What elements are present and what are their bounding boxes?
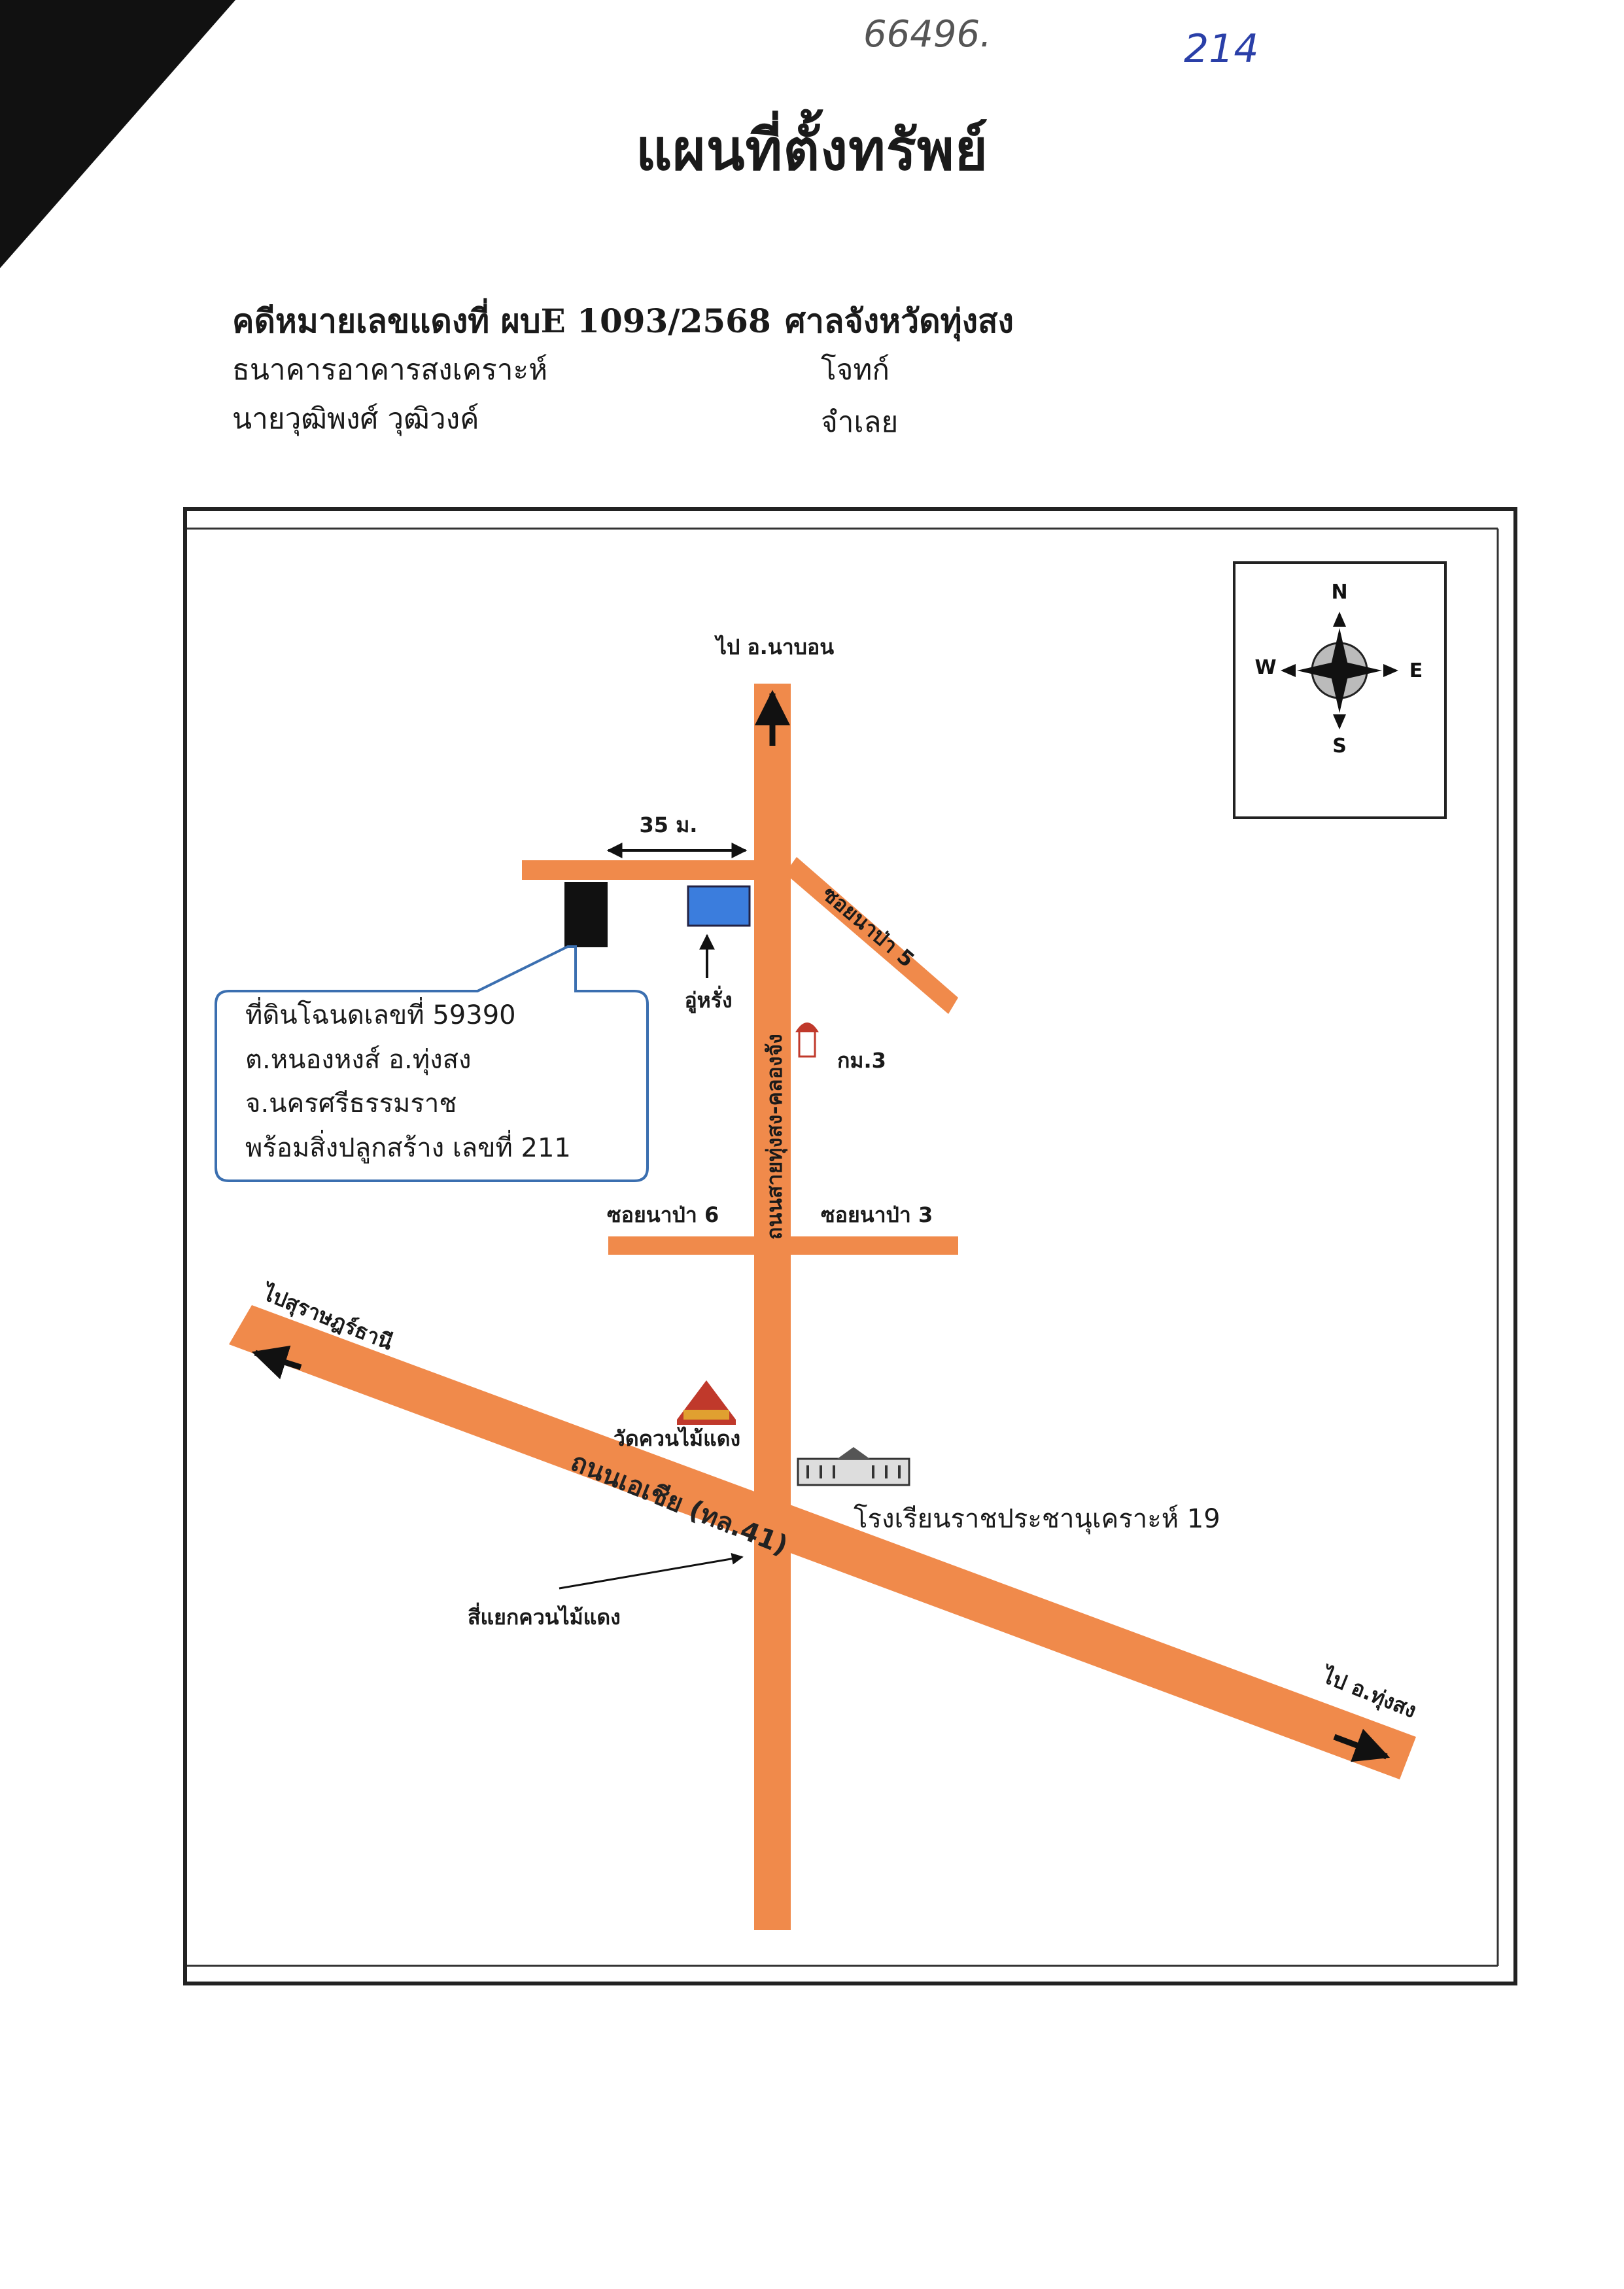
intersection-pointer-arrow-icon (559, 1552, 744, 1590)
compass-box (1233, 561, 1447, 819)
neighbor-building (687, 885, 751, 927)
soi-3-6-road (608, 1236, 958, 1255)
compass-south: S (1332, 735, 1347, 758)
km-marker-label: กม.3 (837, 1048, 886, 1073)
property-parcel (564, 882, 608, 947)
km-marker-icon (795, 1022, 819, 1058)
school-label: โรงเรียนราชประชานุเคราะห์ 19 (854, 1504, 1220, 1535)
callout-line-1: ที่ดินโฉนดเลขที่ 59390 (245, 997, 516, 1030)
neighbor-label: อู่หรั่ง (684, 985, 732, 1014)
soi-5-label: ซอยนาป่า 5 (818, 881, 920, 972)
roads (229, 684, 1416, 1930)
callout-line-2: ต.หนองหงส์ อ.ทุ่งสง (245, 1045, 472, 1075)
plaintiff-role: โจทก์ (821, 353, 890, 387)
soi-5-road (785, 857, 958, 1014)
compass-west: W (1254, 656, 1276, 679)
plaintiff-name: ธนาคารอาคารสงเคราะห์ (232, 353, 548, 387)
case-number: คดีหมายเลขแดงที่ ผบE 1093/2568 (232, 302, 771, 340)
scan-corner-shadow (0, 0, 235, 268)
soi-6-label: ซอยนาป่า 6 (607, 1202, 719, 1227)
asia-highway (229, 1305, 1416, 1779)
map-frame (183, 507, 1517, 1985)
to-nabon-label: ไป อ.นาบอน (714, 635, 834, 659)
arrow-to-thungsong-icon (1333, 1728, 1391, 1762)
temple-label: วัดควนไม้แดง (613, 1426, 740, 1451)
compass-rose-icon (1281, 612, 1398, 729)
property-callout (215, 945, 649, 1182)
distance-label: 35 ม. (640, 813, 698, 837)
temple-icon (677, 1380, 736, 1425)
intersection-label: สี่แยกควนไม้แดง (468, 1602, 621, 1630)
compass-north: N (1331, 581, 1347, 604)
property-access-road (522, 860, 790, 880)
handwritten-top-note: 66496. (863, 13, 992, 56)
soi-3-label: ซอยนาป่า 3 (821, 1202, 933, 1227)
defendant-role: จำเลย (821, 406, 899, 439)
callout-line-4: พร้อมสิ่งปลูกสร้าง เลขที่ 211 (245, 1130, 571, 1163)
compass-east: E (1409, 659, 1423, 682)
document-title: แผนที่ตั้งทรัพย์ (635, 117, 989, 183)
defendant-name: นายวุฒิพงศ์ วุฒิวงค์ (232, 402, 479, 436)
main-road-vertical (754, 684, 791, 1930)
court-name: ศาลจังหวัดทุ่งสง (785, 302, 1014, 340)
handwritten-page-number: 214 (1184, 26, 1259, 72)
main-road-label: ถนนสายทุ่งสง-คลองจัง (762, 1034, 788, 1240)
school-icon (797, 1447, 910, 1486)
arrow-to-surat-icon (251, 1345, 302, 1380)
callout-line-3: จ.นครศรีธรรมราช (245, 1089, 457, 1119)
